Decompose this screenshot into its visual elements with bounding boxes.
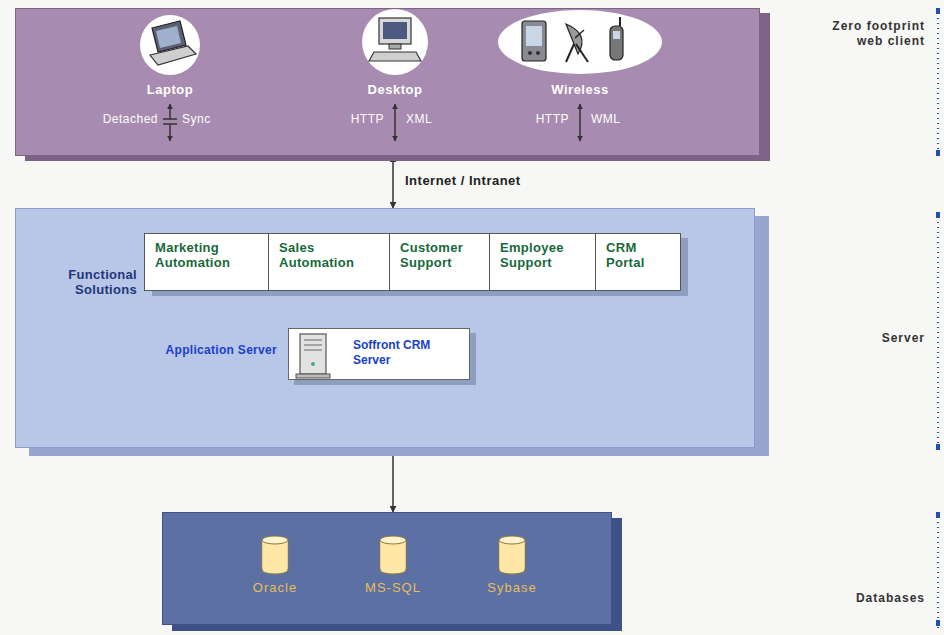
connector-arrow [392,448,394,512]
node-text: MS-SQL [348,580,438,595]
server-icon [296,334,330,378]
database-cylinders [262,536,525,574]
link-protocol-label: Detached [86,112,158,126]
solution-box: Sales Automation [268,233,390,291]
solution-box: Employee Support [489,233,596,291]
tier-heading: Application Server [157,343,277,358]
node-text: Sales Automation [279,240,384,270]
link-protocol-label: HTTP [322,112,384,126]
link-protocol-label: XML [406,112,466,126]
link-protocol-label: WML [591,112,651,126]
desktop-icon [362,9,428,75]
database-label-box: Sybase [467,580,557,600]
application-server-box: Application ServerSoffront CRM Server [288,328,470,380]
node-text: Soffront CRM Server [353,338,463,368]
node-text: Oracle [230,580,320,595]
device-label-box: Laptop [110,82,230,102]
solution-box: Marketing Automation [144,233,269,291]
device-link-arrows [163,104,580,141]
tier-brackets [936,8,940,628]
solution-box: CRM Portal [595,233,681,291]
node-text: Sybase [467,580,557,595]
database-tier-panel: DatabasesOracleMS-SQLSybase [162,512,612,625]
node-text: Desktop [335,82,455,97]
node-text: CRM Portal [606,240,675,270]
database-label-box: MS-SQL [348,580,438,600]
tier-heading: Databases [803,591,925,606]
connector-arrow [392,156,394,208]
functional-solutions-row: Functional SolutionsMarketing Automation… [145,233,681,291]
connector-label: Internet / Intranet [403,173,523,188]
node-text: Employee Support [500,240,590,270]
database-label-box: Oracle [230,580,320,600]
link-protocol-label: Sync [182,112,242,126]
node-text: Wireless [520,82,640,97]
client-tier-band: Zero footprint web clientLaptopDesktopWi… [15,8,760,156]
server-tier-panel: ServerFunctional SolutionsMarketing Auto… [15,208,755,448]
device-label-box: Desktop [335,82,455,102]
wireless-icons [498,10,662,74]
node-text: Marketing Automation [155,240,263,270]
device-label-box: Wireless [520,82,640,102]
node-text: Customer Support [400,240,484,270]
tier-heading: Functional Solutions [21,267,137,297]
laptop-icon [140,15,200,75]
node-text: Laptop [110,82,230,97]
solution-box: Customer Support [389,233,490,291]
link-protocol-label: HTTP [507,112,569,126]
tier-heading: Server [803,331,925,346]
tier-heading: Zero footprint web client [803,19,925,49]
